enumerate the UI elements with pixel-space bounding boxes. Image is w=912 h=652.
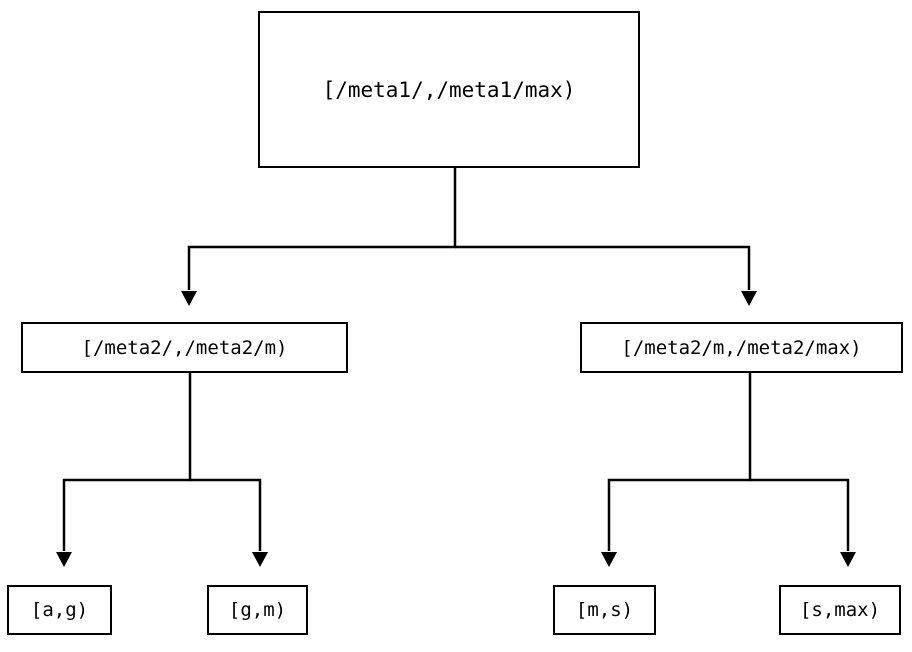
arrowhead-icon [252,552,268,567]
arrowhead-icon [181,291,197,306]
tree-node-leaf-smax[interactable]: [s,max) [779,585,901,635]
tree-node-leaf-gm[interactable]: [g,m) [207,585,308,635]
tree-node-leaf-ms[interactable]: [m,s) [553,585,656,635]
edge-root-to-mid-right [455,245,757,306]
edge-midright-to-leaf-smax [750,478,856,567]
arrowhead-icon [840,552,856,567]
arrowhead-icon [741,291,757,306]
tree-node-leaf-ag[interactable]: [a,g) [7,585,112,635]
tree-node-mid-right[interactable]: [/meta2/m,/meta2/max) [580,322,903,373]
tree-node-root[interactable]: [/meta1/,/meta1/max) [258,11,640,168]
arrowhead-icon [601,552,617,567]
edge-root-to-mid-left [181,168,457,306]
edge-midright-to-leaf-ms [601,373,752,567]
tree-node-mid-left[interactable]: [/meta2/,/meta2/m) [21,322,348,373]
edge-midleft-to-leaf-gm [190,478,268,567]
arrowhead-icon [56,552,72,567]
edge-midleft-to-leaf-ag [56,373,192,567]
